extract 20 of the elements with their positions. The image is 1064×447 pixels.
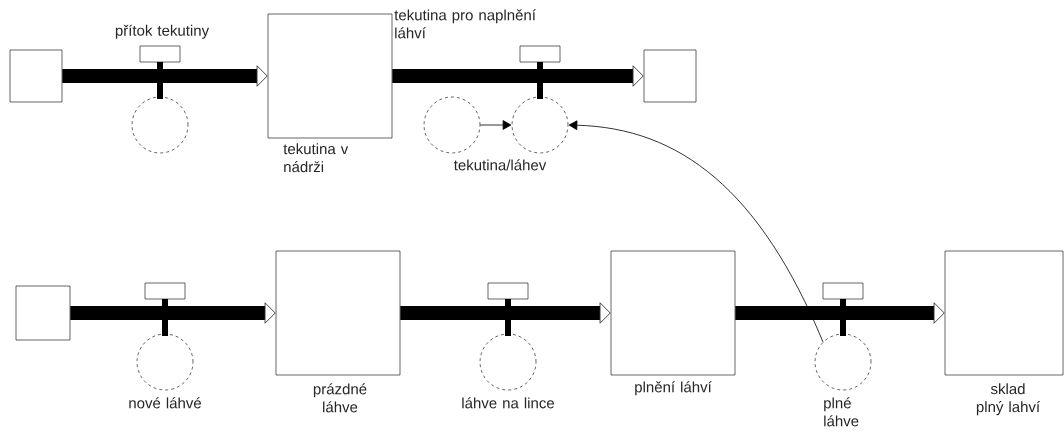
node-label: tekutina v nádrži: [283, 143, 349, 173]
node-label: tekutina/láhev: [453, 159, 547, 171]
source-box: [643, 49, 697, 103]
link-arrow: [568, 120, 824, 343]
node-label: sklad plný lahví: [976, 383, 1040, 416]
source-box: [9, 49, 63, 103]
flow-pipe: [392, 65, 644, 87]
node-label: plné láhve: [824, 397, 859, 427]
node-label: tekutina pro naplnění láhví: [394, 9, 536, 39]
node-label: láhve na lince: [462, 397, 554, 409]
node-label: přítok tekutiny: [115, 24, 210, 39]
flow-pipe: [70, 302, 276, 324]
flow-pipe: [735, 302, 945, 324]
link-arrow: [479, 120, 512, 130]
source-box: [15, 285, 71, 341]
node-label: prázdné láhve: [313, 383, 367, 413]
flow-pipe: [62, 65, 268, 87]
node-label: nové láhvé: [129, 397, 201, 409]
flow-pipe: [400, 302, 611, 324]
node-label: plnění láhví: [635, 381, 712, 396]
